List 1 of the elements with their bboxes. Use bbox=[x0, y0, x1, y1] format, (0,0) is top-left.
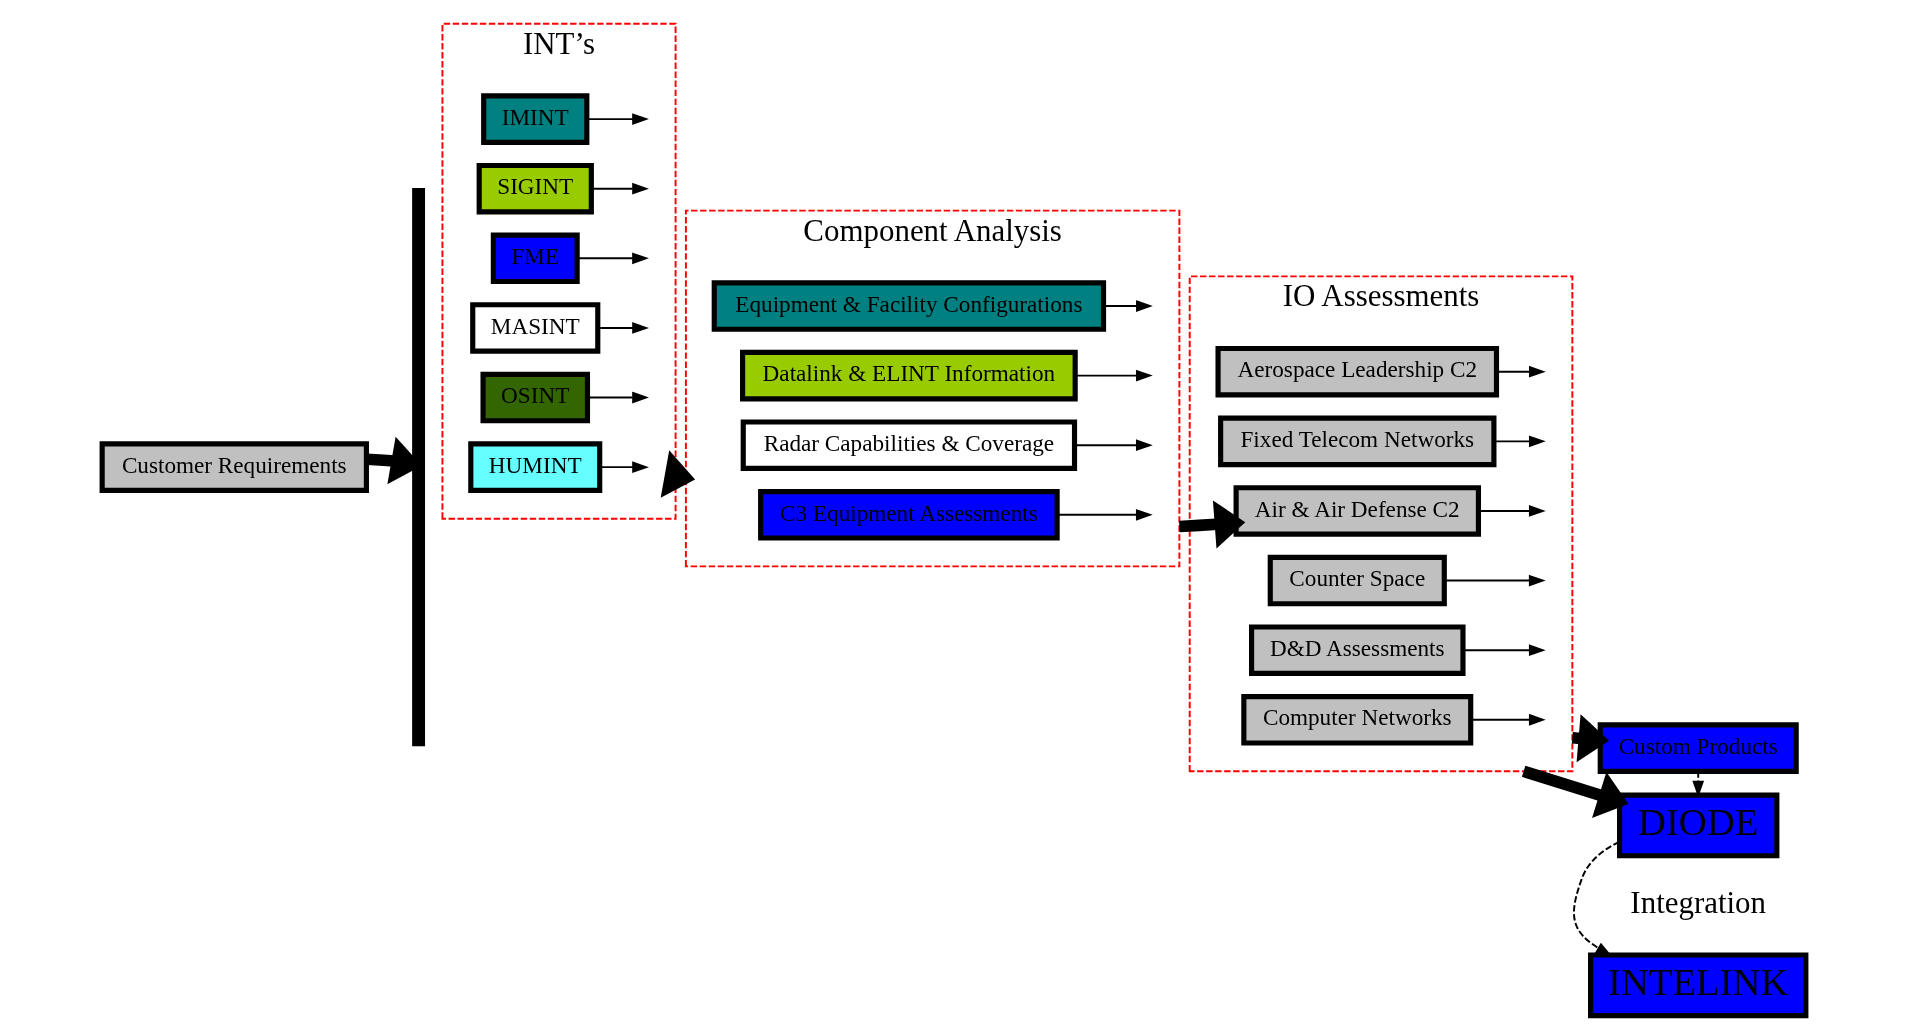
label: Integration bbox=[1630, 885, 1767, 921]
